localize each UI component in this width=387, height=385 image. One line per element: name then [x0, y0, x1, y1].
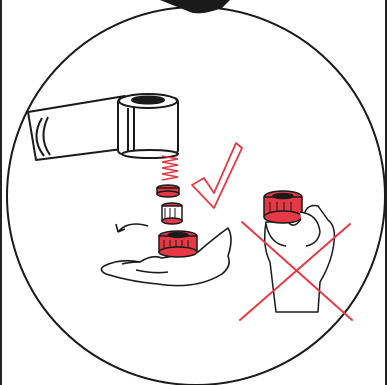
correct-checkmark-icon — [192, 143, 242, 208]
detail-circle — [7, 7, 385, 385]
aerator-parts-icon — [157, 185, 182, 224]
spring-icon — [162, 156, 178, 180]
aerator-on-palm-icon — [159, 231, 197, 257]
faucet-head-icon — [28, 94, 178, 160]
rotate-arrow-icon — [116, 224, 148, 232]
